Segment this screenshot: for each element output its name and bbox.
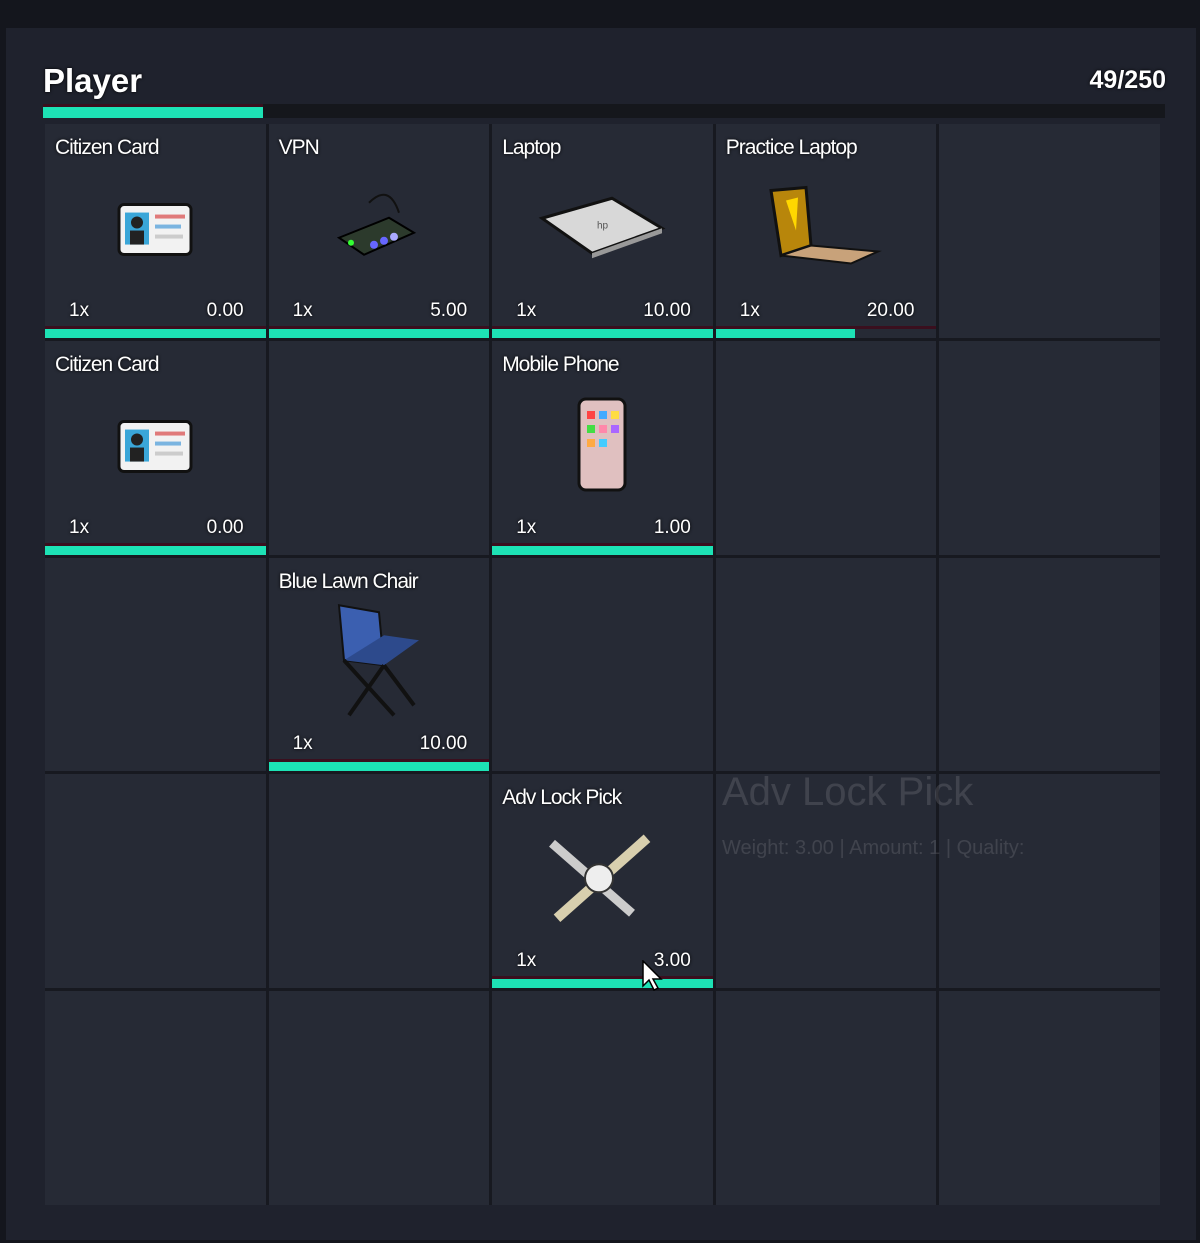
inventory-slot[interactable]: Adv Lock Pick 1x 3.00: [492, 774, 713, 989]
empty-slot[interactable]: [939, 557, 1160, 772]
inventory-grid: Citizen Card 1x 0.00 VPN 1x 5.00 Laptop …: [45, 124, 1160, 1205]
lockpick-icon: [542, 828, 662, 933]
gold-laptop-icon: [766, 186, 886, 276]
empty-slot[interactable]: [268, 991, 490, 1205]
empty-slot[interactable]: [715, 991, 937, 1205]
durability-bar: [45, 325, 266, 338]
durability-fill: [715, 328, 855, 338]
item-amount: 1x: [739, 299, 760, 321]
durability-fill: [45, 328, 266, 338]
empty-slot[interactable]: [715, 340, 937, 555]
durability-bar: [492, 976, 713, 989]
item-amount: 1x: [69, 299, 90, 321]
item-amount: 1x: [516, 299, 537, 321]
empty-slot[interactable]: [939, 774, 1160, 989]
durability-fill: [268, 762, 490, 772]
inventory-slot[interactable]: Blue Lawn Chair 1x 10.00: [268, 557, 490, 772]
item-weight: 3.00: [653, 950, 691, 972]
laptop-icon: hp: [537, 188, 667, 273]
item-weight: 1.00: [653, 516, 691, 538]
empty-slot[interactable]: [492, 557, 713, 772]
item-weight: 5.00: [430, 299, 468, 321]
item-name: Citizen Card: [55, 136, 160, 159]
empty-slot[interactable]: [268, 340, 490, 555]
inventory-title: Player: [43, 62, 143, 99]
item-name: Laptop: [502, 136, 561, 159]
inventory-weight: 49/250: [1089, 66, 1166, 94]
durability-fill: [492, 979, 713, 989]
empty-slot[interactable]: [45, 557, 266, 772]
item-name: Blue Lawn Chair: [278, 569, 419, 593]
durability-bar: [492, 542, 713, 555]
item-amount: 1x: [292, 299, 313, 321]
chair-icon: [324, 600, 434, 725]
durability-fill: [45, 545, 266, 555]
phone-icon: [577, 397, 627, 497]
inventory-slot[interactable]: VPN 1x 5.00: [268, 124, 490, 338]
item-name: Mobile Phone: [502, 352, 619, 376]
id-card-icon: [117, 203, 193, 262]
item-weight: 10.00: [419, 733, 468, 755]
empty-slot[interactable]: [715, 557, 937, 772]
durability-fill: [268, 328, 490, 338]
item-weight: 10.00: [643, 299, 691, 321]
mouse-cursor-icon: [642, 960, 663, 992]
item-amount: 1x: [516, 950, 537, 972]
durability-fill: [492, 328, 713, 338]
item-weight: 0.00: [206, 516, 244, 538]
id-card-icon: [117, 420, 193, 479]
item-weight: 0.00: [206, 299, 244, 321]
empty-slot[interactable]: [268, 774, 490, 989]
durability-bar: [492, 325, 713, 338]
empty-slot[interactable]: [939, 340, 1160, 555]
durability-fill: [492, 545, 713, 555]
empty-slot[interactable]: [715, 774, 937, 989]
inventory-slot[interactable]: Mobile Phone 1x 1.00: [492, 340, 713, 555]
inventory-slot[interactable]: Citizen Card 1x 0.00: [45, 340, 266, 555]
item-name: Adv Lock Pick: [502, 786, 622, 810]
empty-slot[interactable]: [45, 991, 266, 1205]
empty-slot[interactable]: [939, 991, 1160, 1205]
empty-slot[interactable]: [45, 774, 266, 989]
item-weight: 20.00: [866, 299, 915, 321]
vpn-device-icon: [329, 183, 429, 278]
empty-slot[interactable]: [492, 991, 713, 1205]
inventory-slot[interactable]: Citizen Card 1x 0.00: [45, 124, 266, 338]
weight-bar-fill: [43, 104, 263, 118]
durability-bar: [268, 759, 490, 772]
weight-bar: [43, 104, 1165, 118]
empty-slot[interactable]: [939, 124, 1160, 338]
item-amount: 1x: [69, 516, 90, 538]
durability-bar: [268, 325, 490, 338]
durability-bar: [715, 325, 937, 338]
item-name: Practice Laptop: [725, 136, 858, 159]
inventory-slot[interactable]: Practice Laptop 1x 20.00: [715, 124, 937, 338]
item-amount: 1x: [292, 733, 313, 755]
item-name: VPN: [278, 136, 320, 159]
durability-bar: [45, 542, 266, 555]
item-amount: 1x: [516, 516, 537, 538]
svg-text:hp: hp: [597, 220, 609, 231]
item-name: Citizen Card: [55, 352, 160, 376]
inventory-slot[interactable]: Laptop hp 1x 10.00: [492, 124, 713, 338]
